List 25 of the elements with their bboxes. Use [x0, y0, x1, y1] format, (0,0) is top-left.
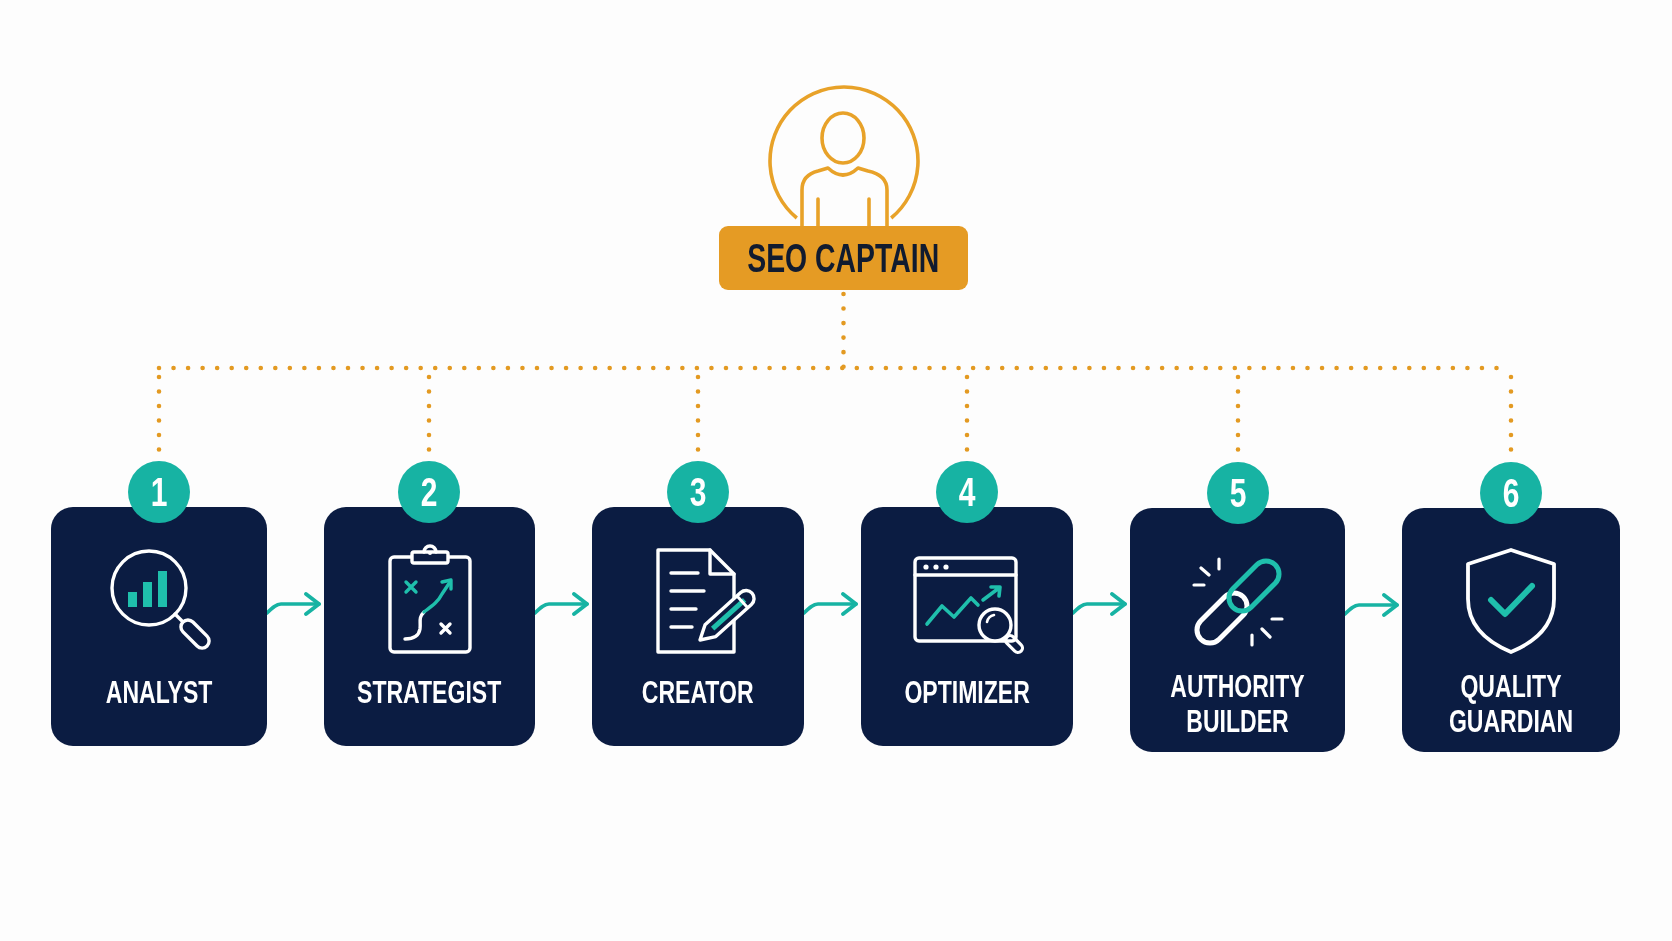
step-number: 3	[689, 472, 707, 512]
step-number: 1	[150, 472, 168, 512]
role-label: OPTIMIZER	[904, 675, 1030, 710]
step-number: 4	[958, 472, 976, 512]
role-card	[1402, 508, 1620, 752]
arrow	[802, 592, 858, 616]
role-card	[592, 507, 804, 746]
role-card	[51, 507, 267, 746]
role-title: SEO CAPTAIN	[747, 238, 940, 278]
arrow	[265, 592, 321, 616]
role-label: AUTHORITY BUILDER	[1169, 669, 1306, 739]
step-number: 5	[1229, 473, 1247, 513]
arrow	[1343, 593, 1399, 617]
step-number: 6	[1502, 473, 1520, 513]
role-label: ANALYST	[105, 675, 213, 710]
title-banner	[719, 226, 968, 290]
role-label: STRATEGIST	[357, 675, 502, 710]
role-card	[861, 507, 1073, 746]
role-label: QUALITY GUARDIAN	[1447, 669, 1575, 739]
role-label: CREATOR	[642, 675, 754, 710]
step-number: 2	[420, 472, 438, 512]
role-card	[1130, 508, 1345, 752]
arrow	[533, 592, 589, 616]
arrow	[1071, 592, 1127, 616]
role-card	[324, 507, 535, 746]
